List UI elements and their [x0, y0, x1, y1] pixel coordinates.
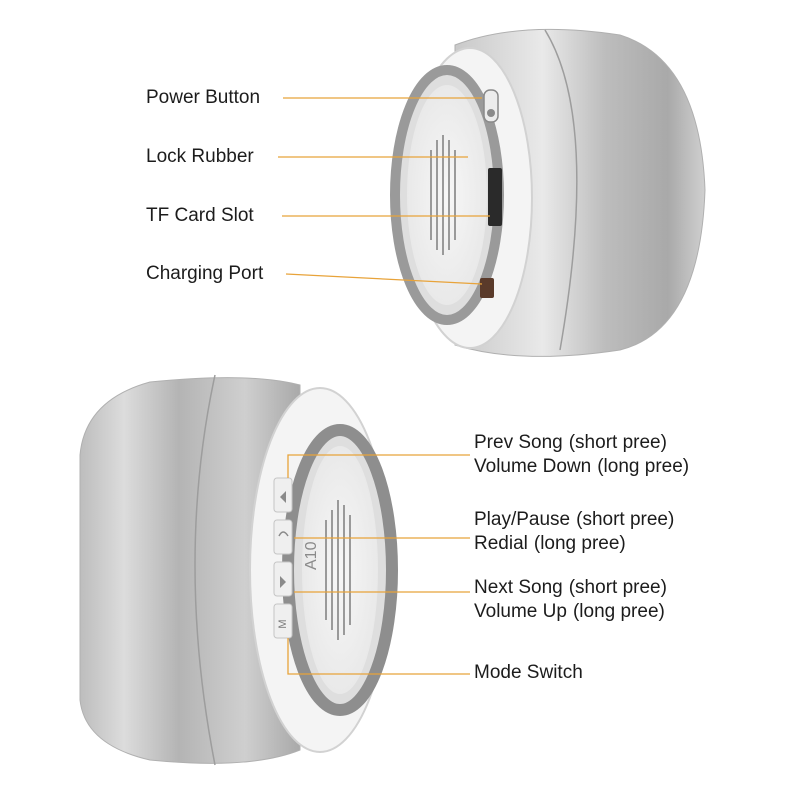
redial-label: Redial	[474, 533, 528, 554]
volume-down-label: Volume Down	[474, 456, 592, 477]
play-pause-label: Play/Pause	[474, 509, 571, 530]
charging-port	[480, 278, 494, 298]
play-pause-icon	[278, 531, 289, 537]
top-speaker	[390, 28, 706, 357]
bottom-face-print	[325, 500, 351, 640]
volume-down-note: (long pree)	[597, 456, 690, 477]
lock-rubber-label: Lock Rubber	[146, 146, 254, 167]
top-face-print	[430, 135, 456, 255]
tf-card-slot-label: TF Card Slot	[146, 205, 254, 226]
model-print: A10	[303, 541, 320, 570]
bottom-speaker: A10 M	[79, 374, 398, 766]
prev-song-label-group: Prev Song(short pree) Volume Down(long p…	[474, 431, 689, 479]
prev-arrow-icon	[280, 491, 286, 503]
next-song-label-group: Next Song(short pree) Volume Up(long pre…	[474, 576, 667, 624]
redial-note: (long pree)	[533, 533, 626, 554]
mode-key	[273, 603, 293, 639]
power-button-label: Power Button	[146, 87, 261, 108]
volume-up-note: (long pree)	[572, 601, 665, 622]
next-song-label: Next Song	[474, 577, 563, 598]
next-song-note: (short pree)	[568, 577, 667, 598]
leader-mode	[287, 638, 470, 675]
charging-port-label: Charging Port	[146, 263, 264, 284]
play-pause-key	[273, 519, 293, 555]
prev-song-note: (short pree)	[568, 432, 667, 453]
play-pause-label-group: Play/Pause(short pree) Redial(long pree)	[474, 508, 674, 556]
leader-lines	[278, 97, 490, 675]
leader-charging	[285, 273, 483, 285]
volume-up-label: Volume Up	[474, 601, 567, 622]
tf-card-slot	[488, 168, 502, 226]
leader-prev-song	[287, 454, 470, 478]
prev-song-label: Prev Song	[474, 432, 563, 453]
play-pause-note: (short pree)	[576, 509, 675, 530]
power-switch	[483, 89, 499, 123]
next-arrow-icon	[280, 576, 286, 588]
mode-switch-label: Mode Switch	[474, 662, 583, 683]
mode-key-letter: M	[277, 619, 289, 628]
